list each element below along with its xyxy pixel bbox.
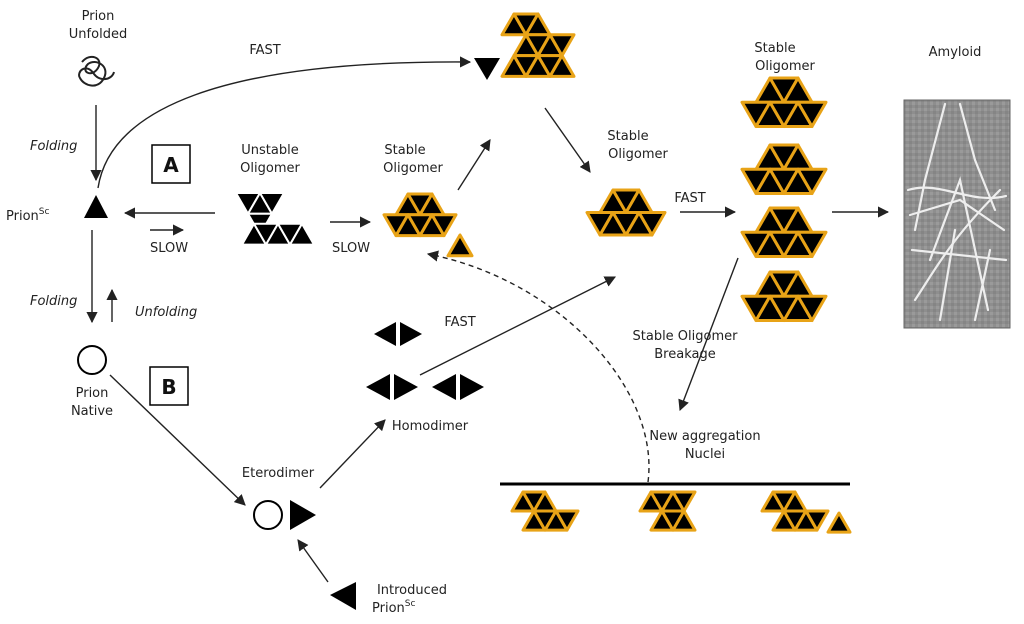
prion-sc-triangle [84,195,108,218]
eterodimer-circle [253,500,283,530]
label-amyloid: Amyloid [929,45,982,60]
unstable-oligomer-triangle [289,222,315,246]
label-introduced-prion-2: PrionSc [372,599,415,616]
label-prion-native-2: Native [71,404,113,419]
top-single-triangle [474,58,500,80]
nucleus-2-triangle [671,509,697,532]
label-new-aggregation-2: Nuclei [685,447,725,462]
top-cluster-triangle [548,54,576,78]
arrow-introduced-to-eterodimer [297,539,329,583]
arrow-stable-to-top-cluster [457,139,491,191]
amyloid-fibril-micrograph [903,99,1011,329]
homodimer-group [366,322,484,400]
label-unstable-oligomer-1: Unstable [241,143,298,158]
arrow-fast-curve-top [97,56,472,189]
label-prion-native-1: Prion [76,386,109,401]
stable-oligomer-a-triangle [430,213,458,238]
nucleus-3-triangle [804,509,830,532]
box-a-label: A [163,153,179,177]
label-stable-oligomer-c-2: Oligomer [755,59,815,74]
large-oligomer-triangle [796,230,828,258]
nucleus-1-triangle [554,509,580,532]
label-stable-oligomer-c-1: Stable [754,41,795,56]
large-oligomer-triangle [796,294,828,322]
arrow-breakage [678,257,739,412]
stable-oligomer-b-triangle [637,211,667,237]
label-stable-oligomer-b-2: Oligomer [608,147,668,162]
arrow-nuclei-recycle-dashed [426,250,650,483]
top-cluster-triangle [548,33,576,58]
eterodimer-triangle [290,500,316,530]
box-b-label: B [161,375,176,399]
label-prion-unfolded-1: Prion [82,9,115,24]
arrow-top-cluster-to-stable-b [544,107,591,173]
label-slow-right: SLOW [332,241,370,256]
large-oligomer-triangle [796,100,828,128]
arrow-native-to-eterodimer [109,374,246,506]
text-labels: Prion Unfolded Folding Folding Unfolding… [6,9,981,616]
label-homodimer: Homodimer [392,419,469,434]
label-stable-oligomer-a-1: Stable [384,143,425,158]
label-folding-top: Folding [30,139,77,154]
prion-native-circle [77,345,107,375]
oligomer-clusters [235,12,852,534]
arrow-eterodimer-to-homodimer [319,419,386,489]
label-fast-middle: FAST [674,191,705,206]
nucleus-2-triangle [671,490,697,513]
label-slow-left: SLOW [150,241,188,256]
label-unfolding: Unfolding [135,305,197,320]
label-breakage-1: Stable Oligomer [633,329,739,344]
label-stable-oligomer-a-2: Oligomer [383,161,443,176]
label-fast-top: FAST [249,43,280,58]
label-unstable-oligomer-2: Oligomer [240,161,300,176]
box-a: A [151,144,191,184]
label-eterodimer: Eterodimer [242,466,315,481]
unstable-oligomer-triangle [259,192,285,215]
label-prion-sc: PrionSc [6,207,49,224]
label-stable-oligomer-b-1: Stable [607,129,648,144]
label-fast-homodimer: FAST [444,315,475,330]
label-new-aggregation-1: New aggregation [649,429,760,444]
stable-oligomer-a-triangle [446,233,474,258]
label-folding-bottom: Folding [30,294,77,309]
arrow-homodimer-to-stable-b [419,276,617,376]
nucleus-3-triangle [826,511,852,534]
introduced-prion-triangle [330,582,356,610]
large-oligomer-triangle [796,167,828,195]
label-breakage-2: Breakage [654,347,715,362]
label-introduced-prion-1: Introduced [377,583,447,598]
label-prion-unfolded-2: Unfolded [69,27,127,42]
connectors [86,56,890,583]
box-b: B [149,366,189,406]
squiggle-icon [78,55,115,87]
